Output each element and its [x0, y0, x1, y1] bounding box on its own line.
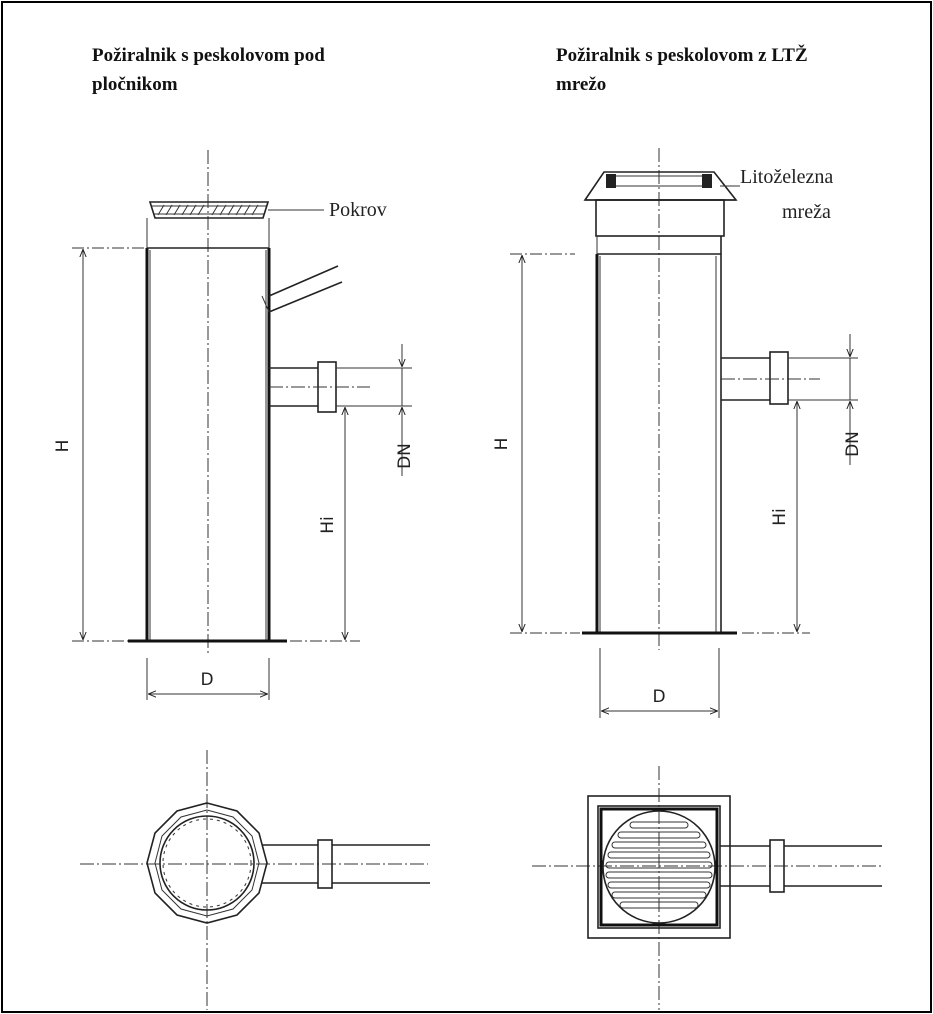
- right-outlet-pipe: [721, 351, 820, 405]
- right-plan-grate-circle: [602, 810, 716, 924]
- right-elevation: Litoželezna mreža H: [492, 148, 863, 718]
- left-dim-inlet-height-label: Hi: [318, 516, 338, 534]
- left-dim-height: [72, 247, 145, 642]
- right-grate-frame: [583, 171, 740, 237]
- right-dim-pipe: [792, 334, 858, 465]
- left-plan-inner-circle: [159, 815, 255, 911]
- right-grate-label-line2: mreža: [782, 201, 831, 223]
- left-dim-diameter: [146, 658, 270, 700]
- left-inclined-pipe: [261, 265, 343, 313]
- right-dim-pipe-label: DN: [843, 431, 863, 457]
- left-cover: [148, 201, 324, 219]
- right-dim-diameter-label: D: [652, 687, 665, 707]
- left-dim-pipe-label: DN: [395, 443, 415, 469]
- left-dim-pipe: [340, 344, 412, 476]
- right-dim-inlet-height-label: Hi: [770, 508, 790, 526]
- right-title-line1: Požiralnik s peskolovom z LTŽ: [556, 44, 808, 66]
- left-elevation: Pokrov H: [53, 150, 415, 700]
- right-dim-height-label: H: [492, 438, 512, 451]
- right-plan-grate-slots: [605, 821, 713, 909]
- left-dim-height-label: H: [53, 440, 73, 453]
- right-title-line2: mrežo: [556, 74, 606, 95]
- left-plan-view: [80, 750, 430, 1010]
- left-title-line2: pločnikom: [92, 74, 178, 95]
- left-title-line1: Požiralnik s peskolovom pod: [92, 45, 325, 66]
- left-plan-outer-ring: [146, 802, 268, 924]
- right-plan-outer-frame: [587, 795, 731, 939]
- right-dim-height: [510, 253, 580, 634]
- left-outlet-pipe: [269, 361, 370, 413]
- right-plan-view: [532, 766, 882, 1010]
- right-grate-label-line1: Litoželezna: [740, 166, 833, 188]
- left-dim-diameter-label: D: [200, 670, 213, 690]
- right-dim-diameter: [599, 648, 720, 718]
- left-cover-label: Pokrov: [329, 199, 387, 221]
